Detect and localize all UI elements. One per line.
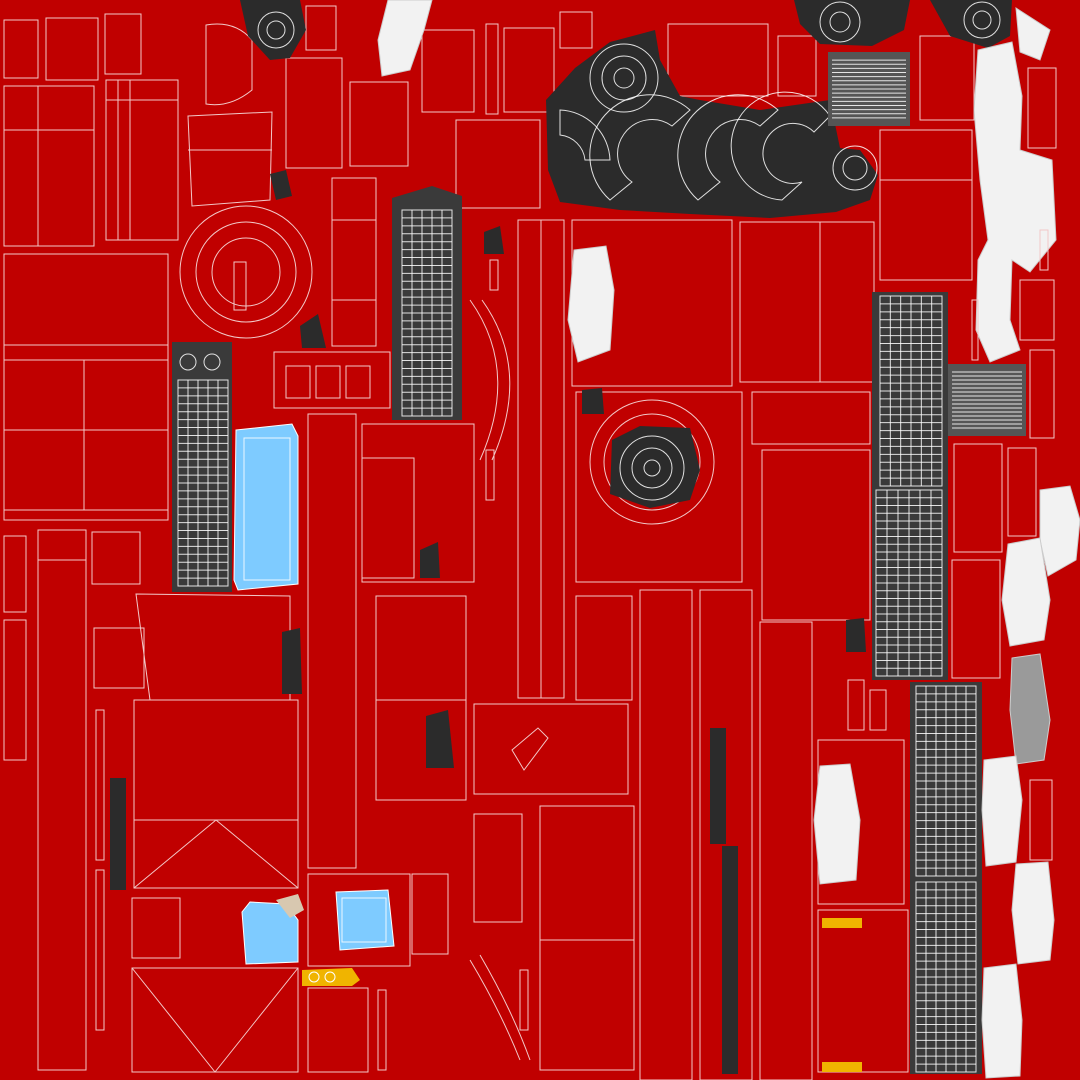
dark-island [930,0,1012,48]
wheel-icon [832,145,878,191]
uv-island-group-right [951,67,1057,861]
uv-island-group-center [307,11,629,869]
wheel-icon [589,43,659,113]
uv-island-group-top-left [3,13,179,521]
glass-icon [233,423,299,591]
uv-island-group-right-center [571,23,975,1080]
grille-icon-group [110,52,1026,1074]
amber-light-group [276,894,862,1072]
glass-icon [335,889,395,951]
dark-island [610,426,700,508]
uv-island-group-lower-mid [411,595,635,1071]
dark-island [240,0,306,60]
white-island-group [377,0,1080,1079]
grille-icon [392,186,462,420]
uv-thin-strips [95,229,1049,1071]
uv-island-group-lower-left [3,529,411,1073]
wheel-icon [619,435,685,501]
glass-icon-group [233,423,395,965]
uv-dark-small-islands [270,170,866,768]
dark-island [546,30,878,218]
uv-island-group-upper-mid-left [179,5,409,409]
wheel-icon-group [240,0,1012,508]
